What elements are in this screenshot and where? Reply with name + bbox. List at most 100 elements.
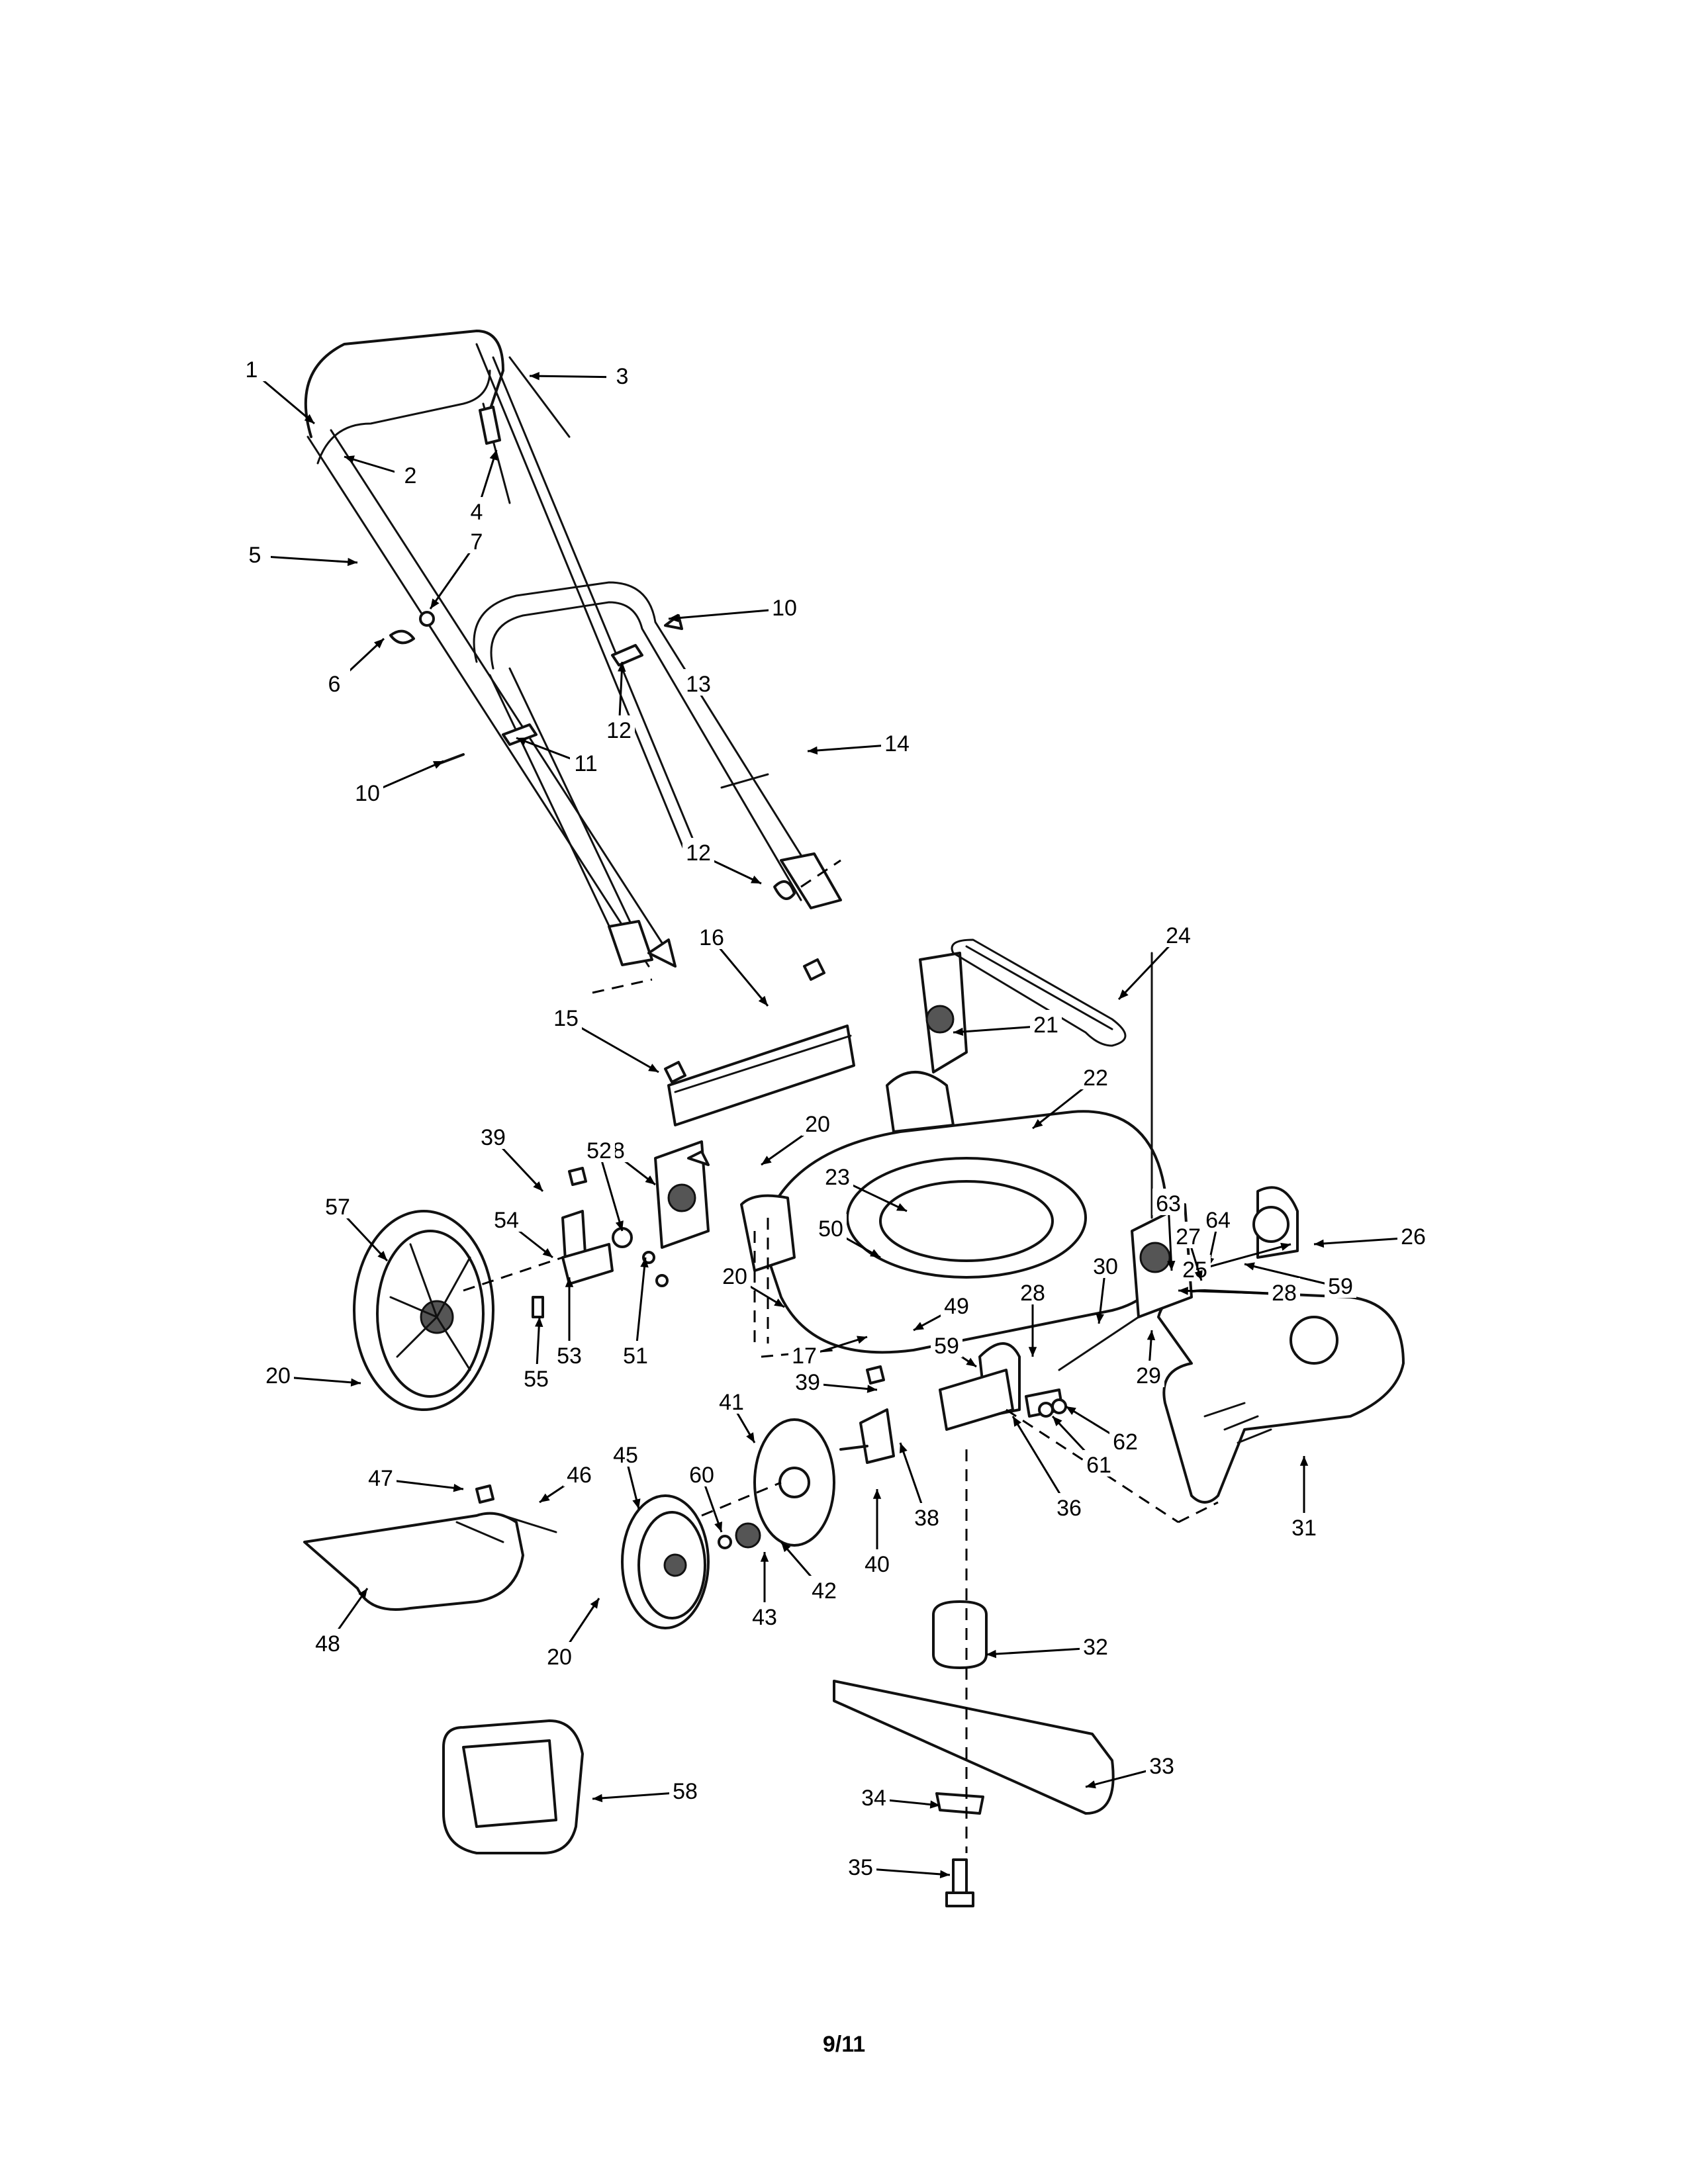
callout-label-bg	[606, 361, 638, 388]
callout-leader-28	[1178, 1289, 1285, 1295]
callout-label-bg	[911, 1503, 943, 1529]
callout-label-49: 49	[944, 1294, 969, 1319]
callout-label-bg	[603, 715, 635, 742]
callout-arrowhead-5	[347, 557, 357, 567]
callout-label-bg	[716, 1387, 747, 1414]
callout-arrowhead-12	[751, 876, 761, 884]
callout-label-2: 2	[404, 463, 417, 488]
callout-arrowhead-53	[565, 1277, 574, 1287]
callout-arrowhead-58	[592, 1794, 603, 1803]
callout-arrowhead-1	[304, 414, 314, 424]
callout-arrowhead-16	[758, 995, 768, 1006]
callout-arrowhead-15	[648, 1064, 659, 1072]
callout-arrowhead-50	[870, 1249, 880, 1257]
wheel-gear-parts	[718, 1388, 1067, 1549]
callout-label-bg	[520, 1364, 552, 1390]
callout-arrowhead-57	[377, 1250, 387, 1261]
height-adjust-parts	[532, 1167, 885, 1385]
callout-label-bg	[236, 355, 267, 381]
callout-arrowhead-48	[358, 1588, 367, 1599]
callout-label-bg	[858, 1783, 890, 1809]
callout-leader-59	[1244, 1263, 1341, 1289]
callout-label-bg	[583, 1136, 615, 1162]
callout-arrowhead-61	[1053, 1416, 1062, 1427]
callout-label-bg	[262, 1361, 294, 1387]
callout-label-6: 6	[328, 672, 341, 697]
callout-label-55: 55	[524, 1367, 549, 1392]
callout-label-bg	[1202, 1205, 1234, 1232]
callout-label-bg	[395, 461, 426, 487]
callout-label-bg	[821, 1162, 853, 1189]
upper-handle	[304, 330, 703, 968]
callout-arrowhead-41	[746, 1432, 755, 1443]
callout-label-bg	[682, 838, 714, 864]
callout-leader-32	[986, 1647, 1096, 1656]
callout-leader-5	[254, 555, 358, 564]
callout-label-bg	[1080, 1063, 1111, 1089]
callout-arrowhead-25	[1280, 1242, 1291, 1251]
callout-arrowhead-52	[615, 1220, 624, 1231]
bail-bar	[316, 369, 491, 465]
callout-arrowhead-36	[1013, 1416, 1021, 1427]
callout-leader-10	[668, 608, 785, 620]
rear-wheel-large	[353, 1210, 494, 1411]
callout-arrowhead-23	[896, 1203, 907, 1211]
callout-label-59: 59	[1328, 1274, 1353, 1299]
callout-arrowhead-20	[761, 1156, 772, 1165]
callout-label-bg	[1090, 1251, 1121, 1278]
callout-label-bg	[550, 1003, 582, 1030]
callout-arrowhead-3	[530, 371, 539, 381]
callout-arrowhead-28	[1028, 1347, 1037, 1357]
callout-label-bg	[719, 1261, 751, 1288]
callout-label-bg	[1146, 1751, 1178, 1778]
callout-label-bg	[1397, 1222, 1429, 1248]
callout-label-1: 1	[246, 357, 258, 383]
callout-label-43: 43	[752, 1605, 777, 1630]
callout-label-59: 59	[934, 1334, 959, 1359]
callout-label-bg	[543, 1642, 575, 1668]
callout-label-7: 7	[471, 529, 483, 555]
callout-label-bg	[1152, 1189, 1184, 1215]
callout-label-4: 4	[471, 500, 483, 525]
callout-label-bg	[610, 1440, 641, 1467]
callout-label-39: 39	[795, 1370, 820, 1395]
callout-arrowhead-10	[669, 614, 679, 622]
callout-label-bg	[553, 1341, 585, 1367]
front-wheel-small	[621, 1494, 710, 1629]
callout-label-bg	[1017, 1278, 1049, 1304]
callout-arrowhead-21	[953, 1027, 964, 1036]
callout-label-bg	[788, 1341, 820, 1367]
callout-label-12: 12	[606, 718, 632, 743]
callout-arrowhead-24	[1119, 989, 1129, 999]
callout-arrowhead-30	[1096, 1313, 1104, 1324]
callout-label-bg	[1109, 1427, 1141, 1453]
side-discharge-chute	[303, 1484, 557, 1611]
callout-arrowhead-63	[1167, 1260, 1176, 1271]
callout-arrowhead-7	[430, 598, 440, 609]
callout-label-20: 20	[805, 1112, 830, 1137]
callout-label-bg	[1172, 1222, 1204, 1248]
callout-label-bg	[1133, 1361, 1164, 1387]
callout-label-24: 24	[1166, 923, 1191, 948]
callout-label-bg	[1288, 1513, 1320, 1539]
callout-leader-25	[1194, 1243, 1291, 1272]
callout-leader-7	[429, 542, 478, 610]
callout-label-bg	[570, 749, 602, 775]
handle-hardware	[389, 611, 796, 968]
callout-label-10: 10	[355, 781, 380, 806]
callout-arrowhead-47	[453, 1484, 463, 1492]
callout-label-bg	[477, 1122, 509, 1149]
callout-label-52: 52	[586, 1138, 612, 1163]
callout-label-64: 64	[1205, 1208, 1231, 1233]
callout-label-bg	[239, 540, 271, 567]
callout-label-54: 54	[494, 1208, 519, 1233]
callout-label-31: 31	[1291, 1516, 1317, 1541]
page-number: 9/11	[822, 2032, 866, 2057]
callout-arrowhead-59	[1244, 1262, 1255, 1271]
callout-label-29: 29	[1136, 1363, 1161, 1388]
callout-label-51: 51	[623, 1343, 648, 1369]
callout-leader-26	[1313, 1236, 1414, 1246]
callout-arrowhead-40	[872, 1489, 882, 1499]
callout-label-46: 46	[567, 1463, 592, 1488]
callout-arrowhead-10	[433, 761, 444, 769]
